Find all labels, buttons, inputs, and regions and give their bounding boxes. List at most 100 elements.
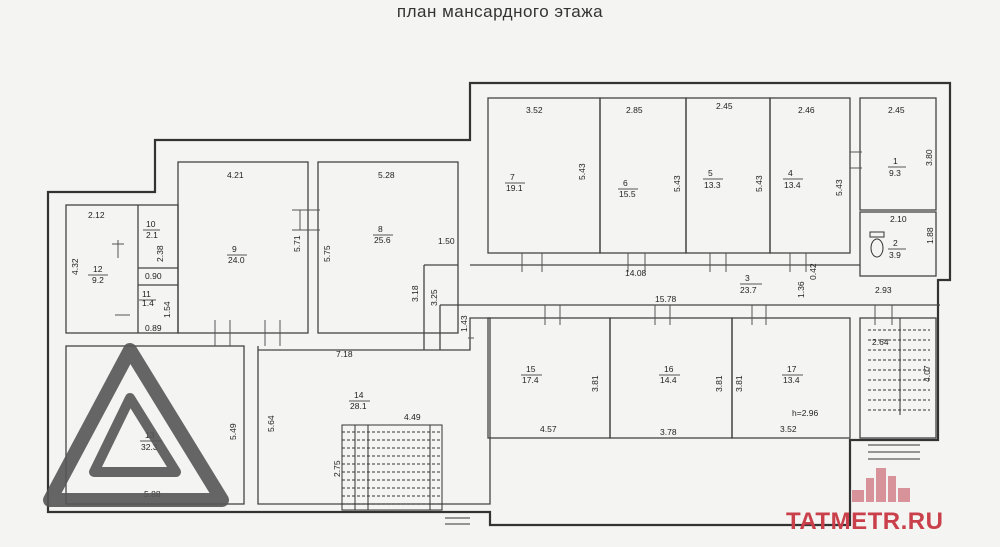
dim-label: 2.45 xyxy=(716,101,733,111)
dim-label: 2.45 xyxy=(888,105,905,115)
dim-label: 2.12 xyxy=(88,210,105,220)
room-number: 3 xyxy=(745,273,750,283)
room-area: 19.1 xyxy=(506,183,523,193)
dim-label: 3.81 xyxy=(590,375,600,392)
dim-label: 4.07 xyxy=(922,365,932,382)
room-area: 23.7 xyxy=(740,285,757,295)
stair-right xyxy=(868,318,930,460)
dim-label: 3.18 xyxy=(410,285,420,302)
room-3: 323.7 xyxy=(740,273,762,295)
room-7: 719.1 xyxy=(505,172,525,193)
dim-label: 5.43 xyxy=(834,179,844,196)
dim-label: 3.78 xyxy=(660,427,677,437)
inner-walls xyxy=(65,97,940,505)
dim-label: 3.81 xyxy=(734,375,744,392)
room-area: 13.3 xyxy=(704,180,721,190)
dim-label: 3.80 xyxy=(924,149,934,166)
room-number: 11 xyxy=(142,289,151,299)
outer-walls xyxy=(46,81,952,527)
room-number: 14 xyxy=(354,390,364,400)
dim-label: 5.71 xyxy=(292,235,302,252)
dim-label: 2.75 xyxy=(332,460,342,477)
room-number: 12 xyxy=(93,264,103,274)
room-number: 17 xyxy=(787,364,797,374)
dim-label: 0.42 xyxy=(808,263,818,280)
plan-title: план мансардного этажа xyxy=(396,2,604,21)
dim-label: 0.90 xyxy=(145,271,162,281)
room-number: 8 xyxy=(378,224,383,234)
room-number: 2 xyxy=(893,238,898,248)
room-number: 6 xyxy=(623,178,628,188)
dim-label: 5.28 xyxy=(378,170,395,180)
dim-label: 5.43 xyxy=(672,175,682,192)
stair-left xyxy=(341,424,470,525)
room-2: 23.9 xyxy=(888,238,906,260)
room-number: 10 xyxy=(146,219,156,229)
brand-logo-icon xyxy=(852,468,910,502)
dim-label: 3.25 xyxy=(429,289,439,306)
dim-label: 1.88 xyxy=(925,227,935,244)
dim-label: 5.75 xyxy=(322,245,332,262)
room-area: 15.5 xyxy=(619,189,636,199)
room-area: 17.4 xyxy=(522,375,539,385)
dim-label: 1.36 xyxy=(796,281,806,298)
dim-label: 5.49 xyxy=(228,423,238,440)
room-1: 19.3 xyxy=(888,156,906,178)
dim-label: 2.93 xyxy=(875,285,892,295)
room-area: 14.4 xyxy=(660,375,677,385)
brand-watermark: TATMETR.RU xyxy=(786,508,944,535)
dim-label: h=2.96 xyxy=(792,408,819,418)
dim-label: 4.32 xyxy=(70,258,80,275)
room-12: 129.2 xyxy=(88,264,108,285)
dim-label: 4.57 xyxy=(540,424,557,434)
room-6: 615.5 xyxy=(618,178,638,199)
room-number: 4 xyxy=(788,168,793,178)
room-area: 28.1 xyxy=(350,401,367,411)
room-area: 13.4 xyxy=(784,180,801,190)
dim-label: 15.78 xyxy=(655,294,677,304)
room-number: 7 xyxy=(510,172,515,182)
toilet-icon xyxy=(869,231,885,258)
dim-label: 5.43 xyxy=(754,175,764,192)
triangle-logo xyxy=(43,343,229,507)
room-number: 15 xyxy=(526,364,536,374)
dim-label: 2.64 xyxy=(872,337,889,347)
dim-label: 14.08 xyxy=(625,268,647,278)
dim-label: 7.18 xyxy=(336,349,353,359)
dim-label: 4.21 xyxy=(227,170,244,180)
room-number: 16 xyxy=(664,364,674,374)
dim-label: 2.38 xyxy=(155,245,165,262)
room-number: 1 xyxy=(893,156,898,166)
room-4: 413.4 xyxy=(783,168,803,190)
door-openings xyxy=(112,151,893,346)
room-10: 102.1 xyxy=(143,219,160,240)
room-area: 3.9 xyxy=(889,250,901,260)
room-area: 25.6 xyxy=(374,235,391,245)
dim-label: 1.54 xyxy=(162,301,172,318)
room-area: 13.4 xyxy=(783,375,800,385)
room-number: 5 xyxy=(708,168,713,178)
dim-label: 5.64 xyxy=(266,415,276,432)
room-area: 2.1 xyxy=(146,230,158,240)
dim-label: 3.52 xyxy=(526,105,543,115)
dim-label: 0.89 xyxy=(145,323,162,333)
room-5: 513.3 xyxy=(703,168,723,190)
dim-label: 5.43 xyxy=(577,163,587,180)
dim-label: 2.46 xyxy=(798,105,815,115)
room-9: 924.0 xyxy=(227,244,247,265)
dim-label: 4.49 xyxy=(404,412,421,422)
room-area: 9.2 xyxy=(92,275,104,285)
room-area: 32.3 xyxy=(141,442,158,452)
dim-label: 3.52 xyxy=(780,424,797,434)
dim-label: 2.85 xyxy=(626,105,643,115)
room-area: 1.4 xyxy=(142,298,154,308)
room-area: 9.3 xyxy=(889,168,901,178)
dim-label: 1.50 xyxy=(438,236,455,246)
dim-label: 1.43 xyxy=(459,315,469,332)
room-area: 24.0 xyxy=(228,255,245,265)
